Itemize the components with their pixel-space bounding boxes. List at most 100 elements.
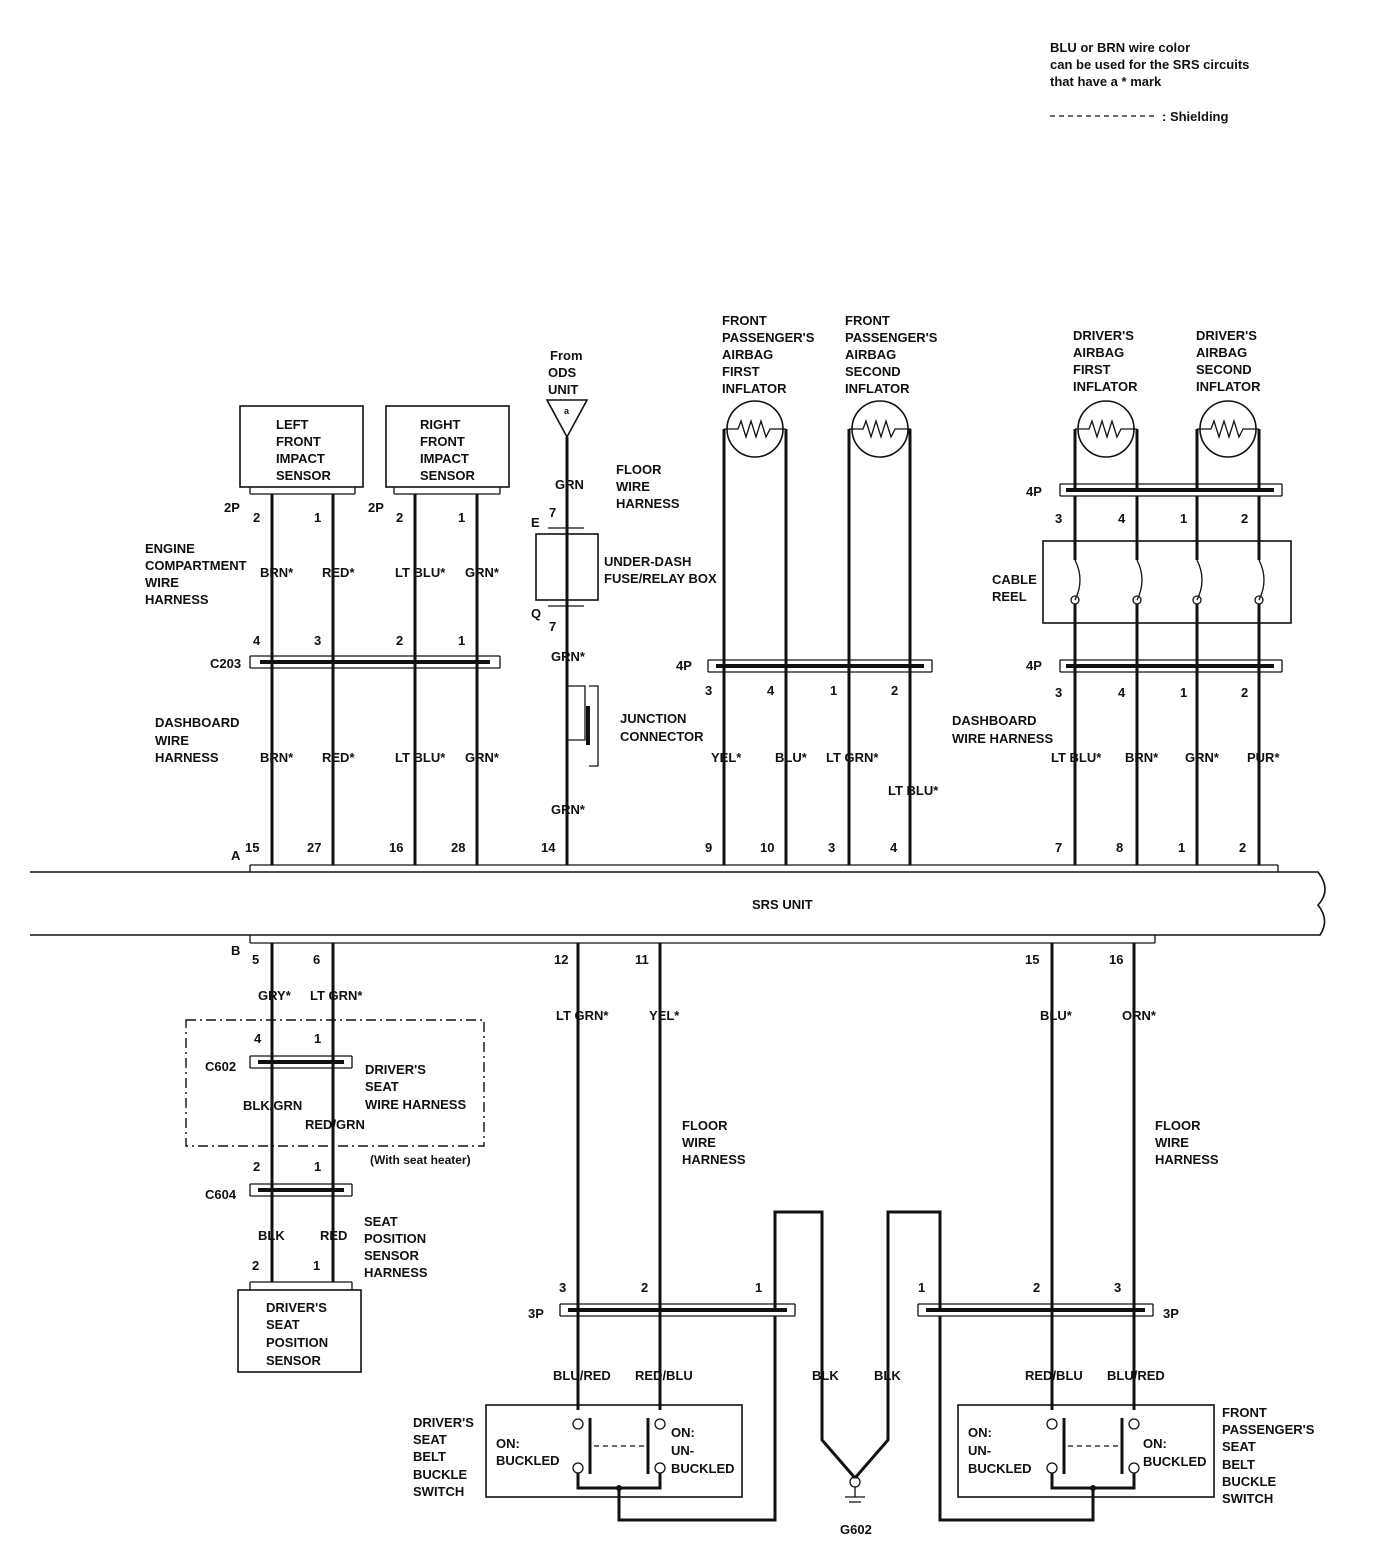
c203-label: C203 [210,656,241,671]
pin-label: 3 [1055,685,1062,700]
pin-label: 12 [554,952,568,967]
dr-second-line-4: INFLATOR [1196,379,1261,394]
fp-on-unbuckled-1: ON: [968,1425,992,1440]
fp-buckle-line-3: SEAT [1222,1439,1256,1454]
srs-unit-body [30,871,1326,936]
pin-label: 4 [254,1031,262,1046]
fp-buckle-line-4: BELT [1222,1457,1255,1472]
wire-label: BRN* [1125,750,1159,765]
connector-label: 3P [1163,1306,1179,1321]
connector-b-label: B [231,943,240,958]
engine-harness-line-2: COMPARTMENT [145,558,247,573]
wire-label: GRY* [258,988,292,1003]
fp-buckle-contacts [938,1316,1140,1522]
pin-label: 2 [253,1159,260,1174]
wire-label: LT BLU* [395,565,446,580]
wire-label: GRN* [465,750,500,765]
wire-label: LT BLU* [1051,750,1102,765]
wire-label: LT GRN* [556,1008,609,1023]
seat-pos-harness-2: POSITION [364,1231,426,1246]
connector-q-label: Q [531,606,541,621]
drv-buckle-line-3: BELT [413,1449,446,1464]
dash-harness-right-1: DASHBOARD [952,713,1037,728]
seat-pos-sensor-1: DRIVER'S [266,1300,327,1315]
floor-harness-top-2: WIRE [616,479,650,494]
seat-pos-sensor-3: POSITION [266,1335,328,1350]
wire-label: GRN* [551,649,586,664]
ods-mark: a [564,406,570,416]
pin-label: 2 [891,683,898,698]
wire-blk-right [853,1210,942,1479]
fp-first-line-2: PASSENGER'S [722,330,815,345]
right-sensor-line-2: FRONT [420,434,465,449]
dash-harness-right-2: WIRE HARNESS [952,731,1053,746]
pin-label: 15 [245,840,259,855]
resistor-icon [1075,418,1137,440]
pin-label: 9 [705,840,712,855]
right-sensor-line-1: RIGHT [420,417,461,432]
pin-label: 8 [1116,840,1123,855]
pin-label: 1 [314,1159,321,1174]
wire-label: LT GRN* [310,988,363,1003]
dash-harness-line-2: WIRE [155,733,189,748]
left-sensor-line-1: LEFT [276,417,309,432]
pin-label: 3 [828,840,835,855]
pin-label: 28 [451,840,465,855]
pin-label: 10 [760,840,774,855]
left-front-impact-sensor [239,405,364,488]
wire-label: BRN* [260,750,294,765]
pin-label: 4 [890,840,898,855]
on-unbuckled-line-1: ON: [671,1425,695,1440]
wire-blk-left [773,1210,857,1479]
wire-label: BLK/GRN [243,1098,302,1113]
junction-line-1: JUNCTION [620,711,686,726]
pin-label: 5 [252,952,259,967]
pin-label: 3 [1055,511,1062,526]
with-seat-heater-note: (With seat heater) [370,1153,471,1167]
ground-terminal-icon [849,1476,861,1488]
pin-label: 2 [252,1258,259,1273]
wire-label: BLU* [1040,1008,1073,1023]
seat-heater-option-box [185,1019,485,1147]
wire-label: PUR* [1247,750,1280,765]
under-dash-fuse-relay-box [535,533,599,601]
front-passenger-seat-belt-buckle-switch [957,1404,1215,1498]
seat-pos-harness-1: SEAT [364,1214,398,1229]
wire-label: BLK [258,1228,285,1243]
pin-label: 1 [830,683,837,698]
pin-label: 2 [1241,685,1248,700]
underdash-line-1: UNDER-DASH [604,554,691,569]
c602-label: C602 [205,1059,236,1074]
pin-label: 1 [1180,511,1187,526]
drv-seat-harness-2: SEAT [365,1079,399,1094]
connector-e-label: E [531,515,540,530]
pin-label: 1 [314,1031,321,1046]
fp-first-line-1: FRONT [722,313,767,328]
pin-label: 1 [313,1258,320,1273]
wire-label: GRN* [465,565,500,580]
connector-label: 4P [1026,484,1042,499]
seat-pos-harness-3: SENSOR [364,1248,420,1263]
floor-harness-right-2: WIRE [1155,1135,1189,1150]
drv-seat-harness-3: WIRE HARNESS [365,1097,466,1112]
pin-label: 15 [1025,952,1039,967]
pin-label: 2 [641,1280,648,1295]
drv-buckle-line-1: DRIVER'S [413,1415,474,1430]
wire-label: BLU/RED [1107,1368,1165,1383]
dr-first-line-2: AIRBAG [1073,345,1124,360]
wire-label: BLU/RED [553,1368,611,1383]
fp-on-buckled-2: BUCKLED [1143,1454,1207,1469]
pin-label: 14 [541,840,556,855]
pin-label: 1 [314,510,321,525]
c604-label: C604 [205,1187,237,1202]
pin-label: 2 [1241,511,1248,526]
note-line-3: that have a * mark [1050,74,1162,89]
dr-first-line-4: INFLATOR [1073,379,1138,394]
on-unbuckled-line-2: UN- [671,1443,694,1458]
engine-harness-line-4: HARNESS [145,592,209,607]
drv-buckle-line-2: SEAT [413,1432,447,1447]
wire-label: GRN* [1185,750,1220,765]
wire-label: YEL* [711,750,742,765]
wire-label: RED* [322,565,355,580]
pin-label: 2 [253,510,260,525]
